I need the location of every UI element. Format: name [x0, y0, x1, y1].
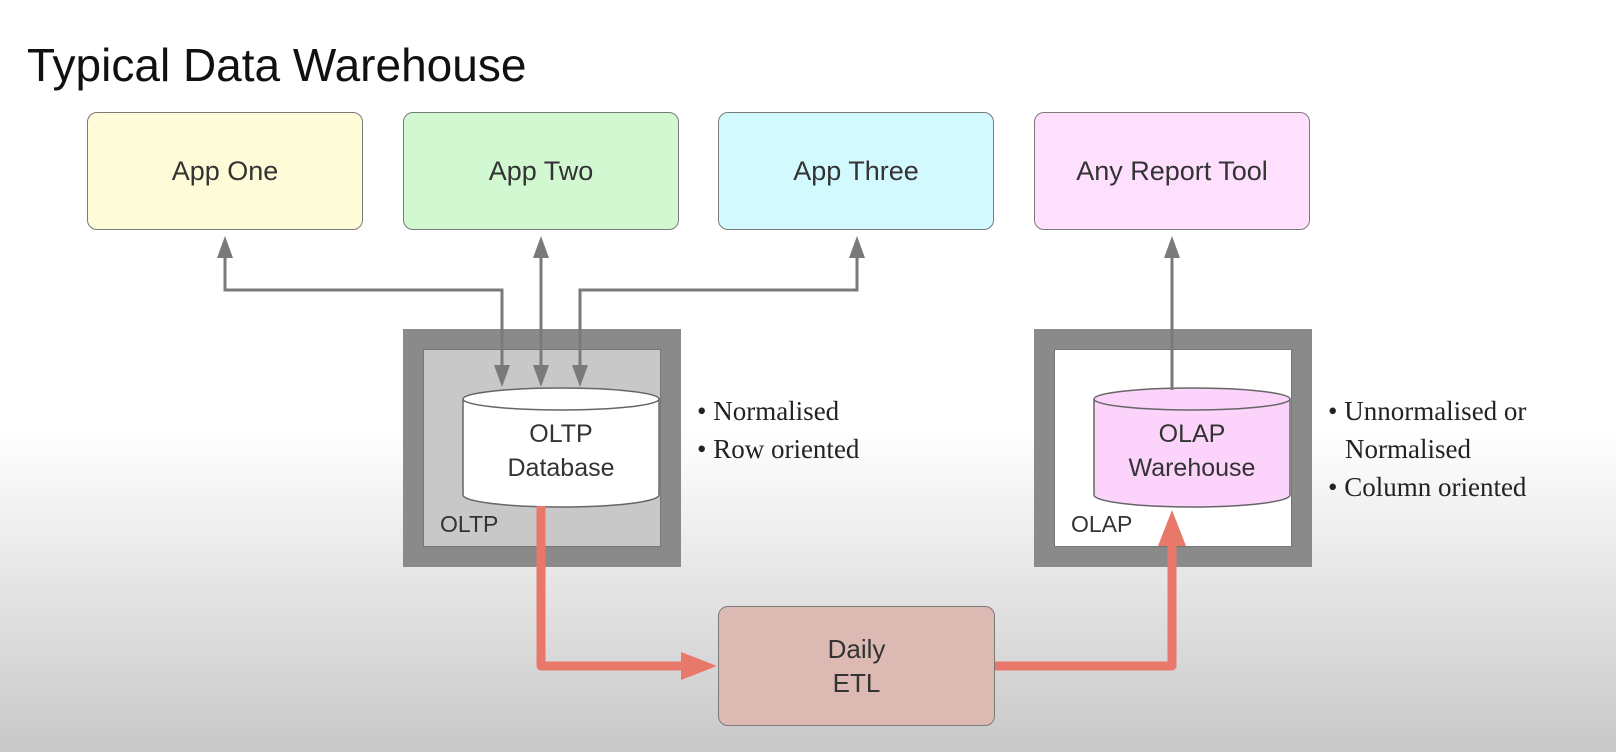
arrowhead-app-one: [217, 236, 233, 258]
app-three-connector: [578, 255, 859, 368]
olap-bullets: • Unnormalised or Normalised • Column or…: [1328, 392, 1526, 506]
app-one-box: App One: [87, 112, 363, 230]
olap-warehouse-cylinder: OLAP Warehouse: [1093, 387, 1291, 509]
oltp-bullet-row-oriented: • Row oriented: [697, 434, 860, 464]
olap-frame-label: OLAP: [1071, 511, 1133, 537]
oltp-database-cylinder: OLTP Database: [462, 387, 660, 509]
oltp-frame-label: OLTP: [440, 511, 499, 537]
arrowhead-oltp-2: [533, 365, 549, 387]
oltp-to-etl-flow: [536, 506, 688, 671]
oltp-db-line2: Database: [507, 454, 615, 482]
arrowhead-to-etl: [681, 652, 717, 680]
arrowhead-oltp-1: [494, 365, 510, 387]
oltp-bullets: • Normalised • Row oriented: [697, 392, 859, 468]
oltp-cylinder-shape: [462, 387, 660, 508]
app-one-connector: [223, 255, 504, 368]
oltp-db-line1: OLTP: [529, 420, 593, 448]
olap-bullet-unnormalised: • Unnormalised or: [1328, 396, 1527, 426]
oltp-database-text: OLTP Database: [462, 417, 660, 485]
arrowhead-app-two: [533, 236, 549, 258]
olap-db-line1: OLAP: [1158, 420, 1226, 448]
report-tool-box: Any Report Tool: [1034, 112, 1310, 230]
olap-db-line2: Warehouse: [1128, 454, 1256, 482]
app-two-box: App Two: [403, 112, 679, 230]
report-tool-label: Any Report Tool: [1076, 155, 1268, 186]
etl-line2: ETL: [832, 668, 881, 698]
app-three-box: App Three: [718, 112, 994, 230]
app-one-label: App One: [171, 155, 279, 186]
page-title: Typical Data Warehouse: [27, 39, 527, 91]
arrowhead-report-tool: [1164, 236, 1180, 258]
olap-cylinder-shape: [1093, 387, 1291, 508]
oltp-bullet-normalised: • Normalised: [697, 396, 840, 426]
app-two-label: App Two: [488, 155, 594, 186]
arrowhead-app-three: [849, 236, 865, 258]
daily-etl-box: Daily ETL: [718, 606, 995, 726]
etl-line1: Daily: [827, 634, 886, 664]
arrowhead-to-olap: [1158, 510, 1186, 546]
olap-bullet-column-oriented: • Column oriented: [1328, 472, 1527, 502]
etl-to-olap-flow: [995, 538, 1177, 671]
olap-bullet-normalised: Normalised: [1345, 434, 1471, 464]
arrowhead-oltp-3: [572, 365, 588, 387]
app-three-label: App Three: [793, 155, 919, 186]
olap-warehouse-text: OLAP Warehouse: [1093, 417, 1291, 485]
